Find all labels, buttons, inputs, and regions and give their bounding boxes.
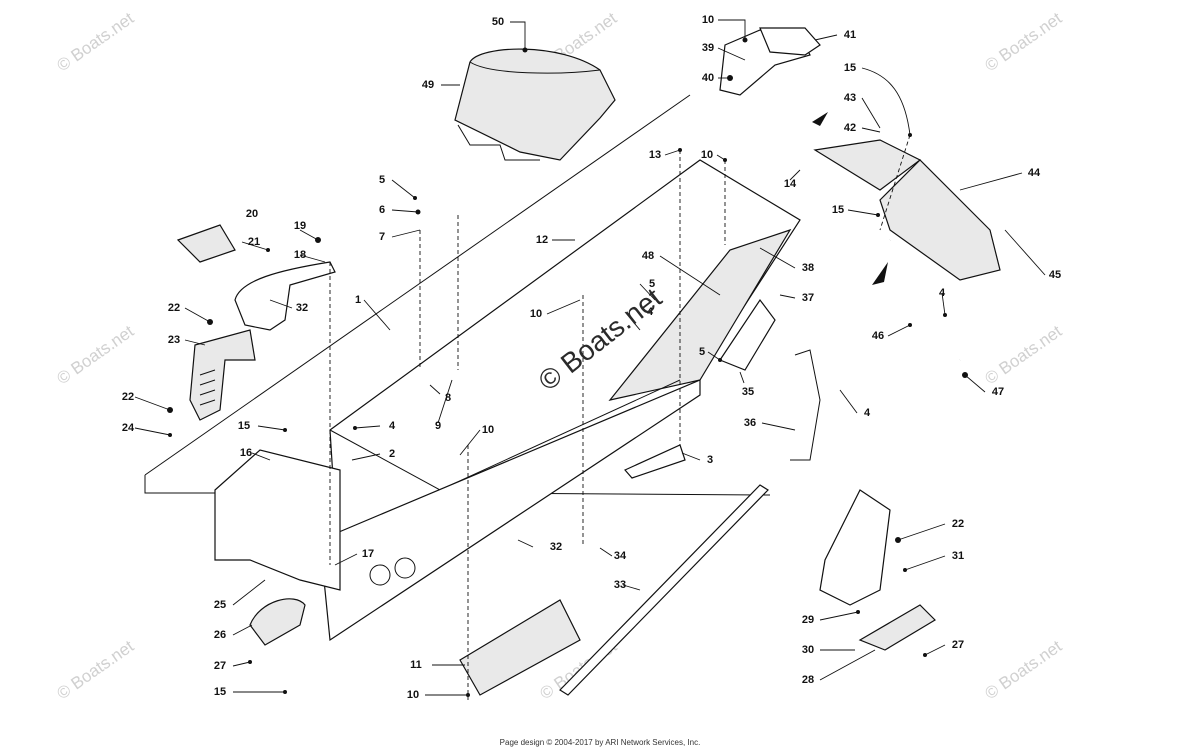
callout-33: 33 (614, 579, 626, 591)
callout-22: 22 (168, 302, 180, 314)
callout-42: 42 (844, 122, 856, 134)
callout-10: 10 (482, 424, 494, 436)
watermark: © Boats.net (53, 8, 137, 75)
callout-20: 20 (246, 208, 258, 220)
callout-32: 32 (550, 541, 562, 553)
callout-15: 15 (832, 204, 844, 216)
watermark: © Boats.net (981, 8, 1065, 75)
callout-44: 44 (1028, 167, 1041, 179)
callout-27: 27 (952, 639, 964, 651)
callout-labels: 50 10 39 40 41 49 15 43 42 5 6 7 12 13 1… (122, 14, 1061, 701)
tunnel-assembly (214, 159, 801, 642)
callout-3: 3 (707, 454, 713, 466)
assembly-outline (144, 94, 691, 476)
cap-part (176, 224, 236, 263)
bumper-cap (249, 598, 306, 646)
hitch-bracket (719, 27, 821, 96)
callout-14: 14 (784, 178, 797, 190)
watermark: © Boats.net (53, 321, 137, 388)
callout-41: 41 (844, 29, 856, 41)
direction-arrow (872, 262, 888, 285)
callout-4: 4 (389, 420, 396, 432)
callout-4: 4 (647, 306, 654, 318)
callout-10: 10 (702, 14, 714, 26)
callout-9: 9 (435, 420, 441, 432)
callout-38: 38 (802, 262, 814, 274)
callout-17: 17 (362, 548, 374, 560)
callout-43: 43 (844, 92, 856, 104)
seat-cover (454, 48, 616, 161)
callout-15: 15 (214, 686, 226, 698)
callout-27: 27 (214, 660, 226, 672)
foot-bracket (819, 489, 891, 606)
hardware (167, 37, 968, 697)
callout-18: 18 (294, 249, 306, 261)
watermark: © Boats.net (981, 321, 1065, 388)
callout-7: 7 (379, 231, 385, 243)
callout-25: 25 (214, 599, 226, 611)
callout-28: 28 (802, 674, 814, 686)
watermark: © Boats.net (53, 636, 137, 703)
callout-35: 35 (742, 386, 754, 398)
rear-grab-bar (888, 101, 1110, 362)
rear-bracket (813, 139, 922, 191)
callout-4: 4 (939, 287, 946, 299)
callout-15: 15 (238, 420, 250, 432)
callout-26: 26 (214, 629, 226, 641)
watermark: © Boats.net (981, 636, 1065, 703)
callout-6: 6 (379, 204, 385, 216)
callout-23: 23 (168, 334, 180, 346)
footrest-rail (559, 484, 769, 696)
callout-10: 10 (530, 308, 542, 320)
callout-30: 30 (802, 644, 814, 656)
callout-49: 49 (422, 79, 434, 91)
callout-48: 48 (642, 250, 654, 262)
callout-31: 31 (952, 550, 964, 562)
callout-24: 24 (122, 422, 135, 434)
callout-46: 46 (872, 330, 884, 342)
side-vent-panel (189, 329, 256, 421)
callout-19: 19 (294, 220, 306, 232)
callout-11: 11 (410, 659, 422, 671)
callout-12: 12 (536, 234, 548, 246)
callout-13: 13 (649, 149, 661, 161)
callout-5: 5 (379, 174, 385, 186)
callout-5: 5 (649, 278, 655, 290)
callout-22: 22 (122, 391, 134, 403)
side-cable (790, 349, 821, 461)
callout-10: 10 (701, 149, 713, 161)
callout-29: 29 (802, 614, 814, 626)
callout-36: 36 (744, 417, 756, 429)
callout-21: 21 (248, 236, 260, 248)
callout-34: 34 (614, 550, 627, 562)
foot-plate (858, 604, 936, 651)
direction-arrow (812, 112, 828, 126)
callout-22: 22 (952, 518, 964, 530)
callout-4: 4 (864, 407, 871, 419)
callout-16: 16 (240, 447, 252, 459)
callout-15: 15 (844, 62, 856, 74)
assembly-lines (329, 134, 911, 700)
callout-5: 5 (699, 346, 705, 358)
callout-8: 8 (445, 392, 451, 404)
leader-lines (134, 19, 1046, 696)
running-board (459, 599, 581, 696)
callout-10: 10 (407, 689, 419, 701)
callout-37: 37 (802, 292, 814, 304)
callout-39: 39 (702, 42, 714, 54)
callout-47: 47 (992, 386, 1004, 398)
bracket-part (234, 261, 336, 331)
callout-45: 45 (1049, 269, 1061, 281)
callout-1: 1 (355, 294, 361, 306)
side-plate (719, 298, 776, 371)
callout-50: 50 (492, 16, 504, 28)
page-footer: Page design © 2004-2017 by ARI Network S… (499, 738, 701, 747)
callout-32: 32 (296, 302, 308, 314)
callout-40: 40 (702, 72, 714, 84)
callout-2: 2 (389, 448, 395, 460)
bracket-plate (624, 444, 686, 479)
